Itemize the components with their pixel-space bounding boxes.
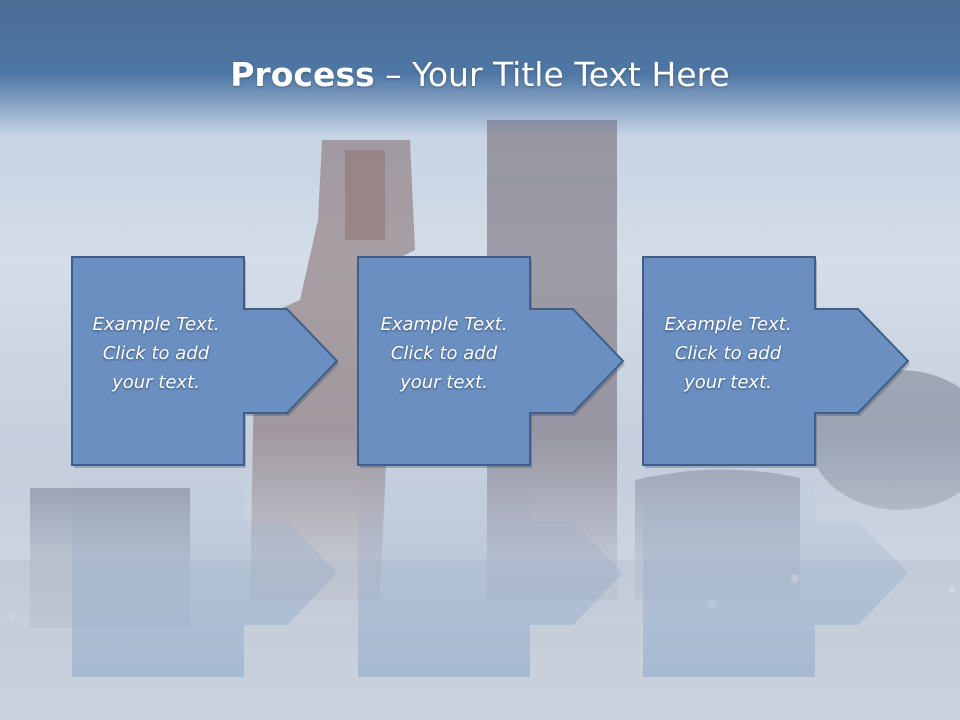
step-3-text[interactable]: Example Text. Click to add your text.: [642, 310, 814, 397]
step-3-reflection: [643, 469, 908, 677]
title-banner: [0, 0, 960, 135]
step-3-line-2: Click to add: [674, 343, 782, 364]
step-1-line-1: Example Text.: [92, 314, 220, 335]
step-2-reflection: [358, 469, 623, 677]
step-1-reflection: [72, 469, 337, 677]
slide-title-bold: Process: [230, 55, 375, 94]
step-2-line-2: Click to add: [390, 343, 498, 364]
slide-title[interactable]: Process – Your Title Text Here: [0, 52, 960, 98]
step-1-line-2: Click to add: [102, 343, 210, 364]
step-2-text[interactable]: Example Text. Click to add your text.: [358, 310, 530, 397]
step-1-text[interactable]: Example Text. Click to add your text.: [70, 310, 242, 397]
step-1-line-3: your text.: [112, 372, 200, 393]
step-2-line-1: Example Text.: [380, 314, 508, 335]
step-2-line-3: your text.: [400, 372, 488, 393]
step-3-shape[interactable]: [642, 256, 910, 466]
slide-title-rest: – Your Title Text Here: [374, 55, 730, 94]
step-3-line-1: Example Text.: [664, 314, 792, 335]
step-3-line-3: your text.: [684, 372, 772, 393]
step-1-shape[interactable]: [71, 256, 339, 466]
step-2-shape[interactable]: [357, 256, 625, 466]
